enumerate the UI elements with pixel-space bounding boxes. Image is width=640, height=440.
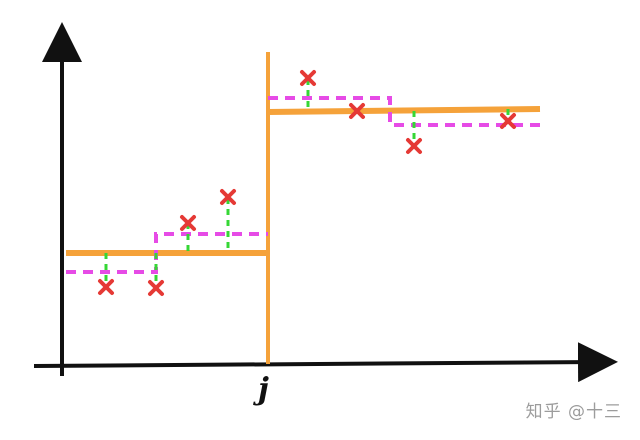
axes [33,22,618,383]
data-point-x-mark [349,103,365,119]
x-axis [33,342,618,383]
data-points [98,70,516,296]
data-point-x-mark [300,70,316,86]
data-point-x-mark [98,279,114,295]
data-point-x-mark [180,215,196,231]
dashed-step-fit [66,96,540,274]
right-fit-line [267,106,541,115]
data-point-x-mark [148,280,164,296]
data-point-x-mark [500,113,516,129]
fit-lines [66,106,541,256]
dashed-step-path-right [268,96,540,127]
split-label: j [258,372,269,407]
data-point-x-mark [406,138,422,154]
watermark: 知乎 @十三 [525,402,622,422]
data-point-x-mark [220,189,236,205]
